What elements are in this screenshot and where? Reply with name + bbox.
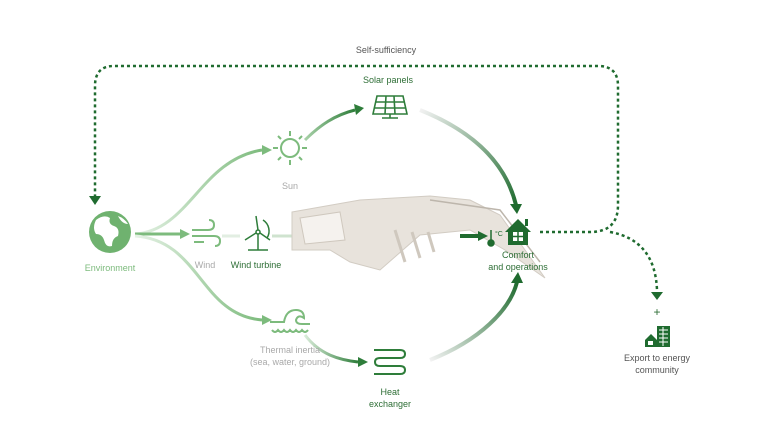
arrow-to-sun: [262, 145, 272, 155]
sun-icon: [273, 131, 307, 165]
wind-icon: [192, 219, 222, 247]
solar-panel-icon: [372, 95, 408, 119]
arrow-to-thermometer: [478, 231, 488, 241]
building-illustration: [291, 195, 546, 279]
flow-thermal-to-heat: [303, 334, 359, 364]
arrow-to-home-bottom: [511, 272, 523, 283]
globe-icon: [89, 211, 131, 253]
thermal-inertia-label: Thermal inertia: [259, 345, 321, 355]
arrow-to-export: [651, 292, 663, 300]
thermometer-icon: °C: [487, 230, 503, 247]
environment-label: Environment: [84, 263, 136, 273]
export-label-1: Export to energy: [623, 353, 691, 363]
export-label-2: community: [635, 365, 679, 375]
comfort-label-2: and operations: [488, 262, 548, 272]
wind-label: Wind: [194, 260, 216, 270]
community-buildings-icon: [645, 326, 670, 347]
arrow-to-environment: [89, 196, 101, 205]
flow-sun-to-solar: [303, 108, 356, 142]
sun-label: Sun: [281, 181, 299, 191]
wind-turbine-icon: [244, 215, 271, 251]
flow-heat-to-home: [429, 281, 519, 362]
self-sufficiency-label: Self-sufficiency: [355, 45, 417, 55]
heat-exchanger-label-1: Heat: [380, 387, 400, 397]
arrow-to-heat-exchanger: [358, 357, 368, 367]
arrow-to-thermal: [262, 315, 272, 325]
svg-text:°C: °C: [495, 230, 503, 238]
self-sufficiency-loop: [93, 64, 620, 234]
flow-solar-to-home: [419, 108, 518, 206]
thermal-inertia-sublabel: (sea, water, ground): [249, 357, 331, 367]
arrow-to-wind: [180, 229, 190, 239]
arrow-to-home-top: [510, 204, 522, 214]
export-dotted-path: [609, 230, 659, 291]
solar-panels-label: Solar panels: [362, 75, 414, 85]
flow-to-sun: [134, 148, 263, 236]
plus-sign: +: [653, 305, 661, 319]
wave-icon: [270, 308, 310, 333]
comfort-label-1: Comfort: [501, 250, 535, 260]
wind-turbine-label: Wind turbine: [230, 260, 282, 270]
arrow-to-solar: [354, 104, 364, 115]
heat-exchanger-icon: [373, 349, 407, 375]
house-icon: [505, 219, 531, 245]
flow-to-thermal: [134, 234, 263, 322]
heat-exchanger-label-2: exchanger: [368, 399, 412, 409]
